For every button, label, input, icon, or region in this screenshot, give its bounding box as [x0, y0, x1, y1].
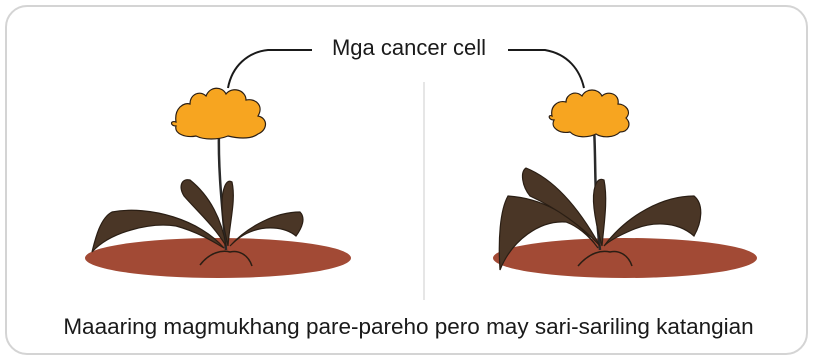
right-plant: [493, 90, 757, 278]
caption: Maaaring magmukhang pare-pareho pero may…: [0, 309, 817, 345]
leader-line-left: [228, 50, 312, 88]
leaf-right-3: [593, 179, 605, 246]
cancer-cell-label: Mga cancer cell: [318, 33, 500, 63]
soil-right: [493, 238, 757, 278]
left-plant: [85, 88, 351, 278]
leader-line-right: [508, 50, 584, 88]
flower-left: [172, 88, 266, 139]
flower-right: [549, 90, 629, 137]
